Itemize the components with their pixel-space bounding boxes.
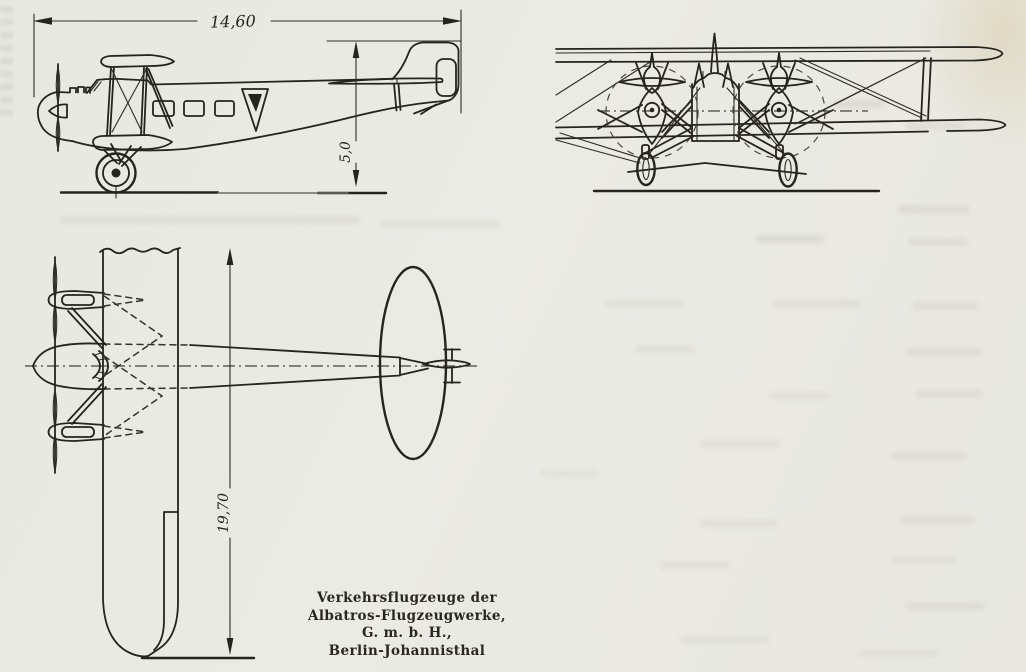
- plan-view-drawing: 19,70: [25, 247, 480, 660]
- caption-line-1: Verkehrsflugzeuge der: [317, 590, 497, 606]
- caption-line-2: Albatros-Flugzeugwerke,: [308, 607, 506, 624]
- left-engine-nacelle: [597, 52, 693, 145]
- caption-line-3: G. m. b. H.,: [362, 625, 452, 641]
- page-gutter-shadow: [0, 6, 13, 116]
- right-engine-nacelle: [738, 52, 834, 145]
- span-dimension: 19,70: [140, 248, 256, 660]
- plan-tailplane: [378, 265, 471, 461]
- front-view-drawing: [555, 32, 1007, 193]
- plan-nacelles: [47, 290, 147, 442]
- caption-line-4: Berlin-Johannisthal: [328, 642, 486, 659]
- length-dimension: 14,60: [33, 9, 462, 114]
- height-dimension: 5,0: [316, 40, 462, 195]
- front-landing-gear: [627, 127, 807, 188]
- side-view-drawing: 14,60 5,0: [33, 9, 462, 199]
- figure-caption: Verkehrsflugzeuge der Albatros-Flugzeugw…: [278, 590, 536, 660]
- span-dimension-label: 19,70: [216, 493, 232, 533]
- length-dimension-label: 14,60: [210, 11, 256, 31]
- paper-stain: [916, 0, 1026, 160]
- height-dimension-label: 5,0: [338, 141, 354, 163]
